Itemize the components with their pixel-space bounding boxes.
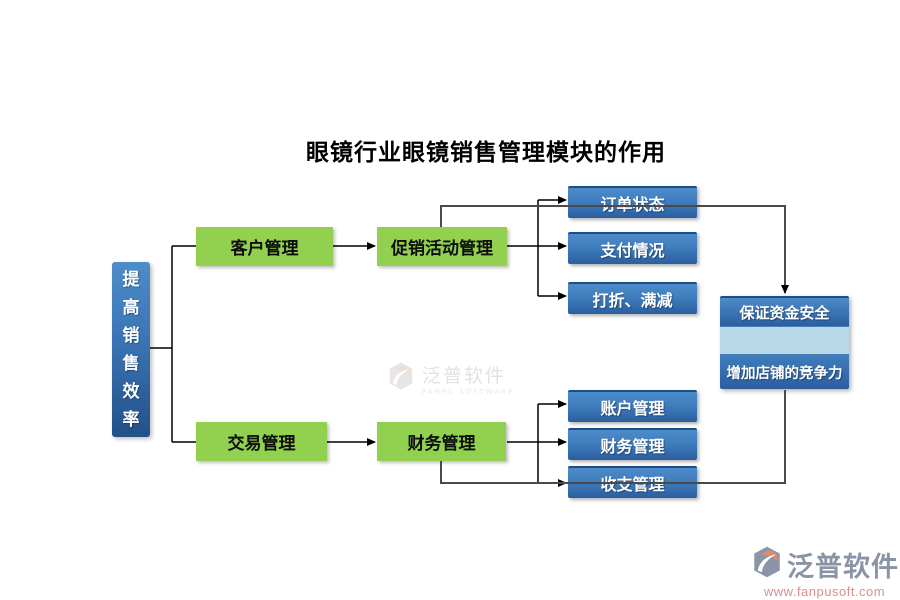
watermark-subtitle: FANPU SOFTWARE bbox=[422, 389, 515, 396]
result-box: 保证资金安全 增加店铺的竞争力 bbox=[720, 296, 849, 389]
brand-url: www.fanpusoft.com bbox=[763, 584, 886, 599]
result-fund-safety: 保证资金安全 bbox=[720, 296, 849, 326]
output-payment-status: 支付情况 bbox=[568, 232, 697, 264]
goal-label: 提高销售效率 bbox=[122, 269, 140, 429]
node-promotion-management: 促销活动管理 bbox=[377, 227, 507, 266]
output-account-management: 账户管理 bbox=[568, 390, 697, 422]
node-customer-management: 客户管理 bbox=[196, 227, 333, 266]
result-spacer-panel bbox=[720, 326, 849, 355]
node-trade-management: 交易管理 bbox=[196, 422, 327, 461]
output-order-status: 订单状态 bbox=[568, 186, 697, 218]
fanpu-brand-icon bbox=[750, 544, 784, 585]
watermark: 泛普软件 FANPU SOFTWARE bbox=[386, 360, 515, 397]
fanpu-logo-icon bbox=[386, 360, 416, 397]
watermark-name: 泛普软件 bbox=[422, 366, 507, 387]
result-competitiveness: 增加店铺的竞争力 bbox=[720, 355, 849, 389]
node-finance-management: 财务管理 bbox=[377, 422, 506, 461]
output-discount-promotion: 打折、满减 bbox=[568, 282, 697, 314]
brand-mark: 泛普软件 www.fanpusoft.com bbox=[750, 544, 899, 599]
diagram-title: 眼镜行业眼镜销售管理模块的作用 bbox=[306, 139, 666, 165]
goal-node: 提高销售效率 bbox=[112, 262, 150, 437]
brand-name: 泛普软件 bbox=[787, 552, 899, 582]
output-finance-management: 财务管理 bbox=[568, 428, 697, 460]
output-income-expense-management: 收支管理 bbox=[568, 466, 697, 498]
